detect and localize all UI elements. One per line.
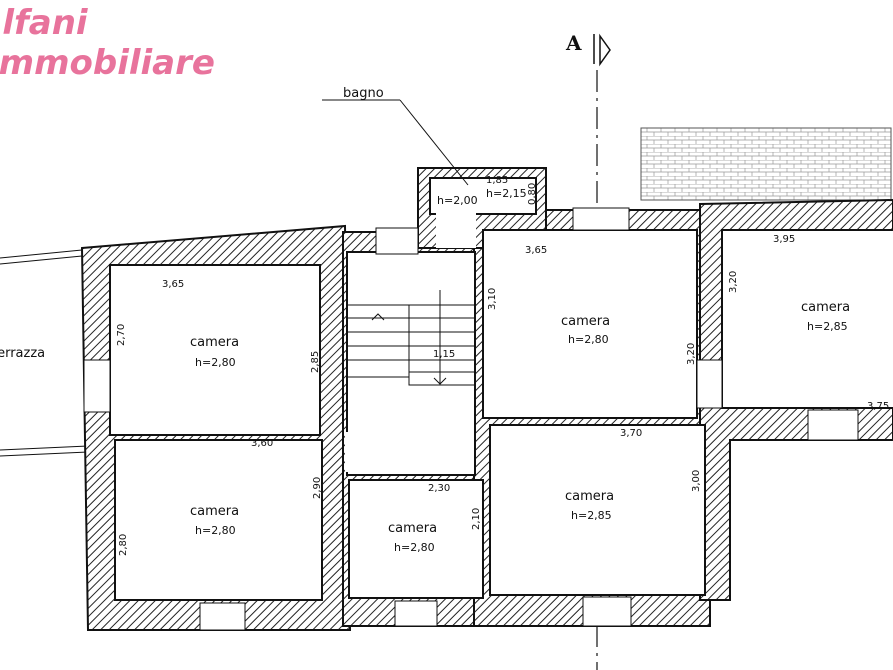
- room-height: h=2,80: [394, 541, 435, 554]
- agency-logo: Alfani Immobiliare: [0, 3, 215, 83]
- svg-text:3,00: 3,00: [691, 470, 702, 492]
- dimension: 1,85: [486, 175, 508, 186]
- svg-text:3,10: 3,10: [487, 288, 498, 310]
- room-name: camera: [190, 504, 239, 519]
- room-name: camera: [801, 300, 850, 315]
- room-height: h=2,80: [195, 524, 236, 537]
- room-camera-right: [721, 229, 893, 409]
- hall-opening: [345, 432, 351, 472]
- room-name: camera: [565, 489, 614, 504]
- bagno-height-left: h=2,00: [437, 194, 478, 207]
- terrace-label: terrazza: [0, 346, 45, 361]
- room-camera-top-center: [482, 229, 698, 419]
- section-arrow-icon: [593, 33, 611, 67]
- svg-text:3,95: 3,95: [773, 234, 795, 245]
- svg-text:3,70: 3,70: [620, 428, 642, 439]
- svg-text:3,75: 3,75: [867, 401, 889, 412]
- bagno-label: bagno: [343, 86, 384, 101]
- bagno-height-right: h=2,15: [486, 187, 527, 200]
- room-height: h=2,85: [571, 509, 612, 522]
- staircase: [346, 290, 476, 386]
- svg-text:2,80: 2,80: [118, 534, 129, 556]
- svg-text:3,65: 3,65: [525, 245, 547, 256]
- room-name: camera: [190, 335, 239, 350]
- svg-text:3,20: 3,20: [686, 343, 697, 365]
- svg-text:1,15: 1,15: [433, 349, 455, 360]
- svg-text:Alfani: Alfani: [0, 3, 89, 43]
- stair-hall: [346, 251, 476, 476]
- room-height: h=2,85: [807, 320, 848, 333]
- dimensions: 3,65 2,70 2,85 3,60 2,90 2,80 1,15 2,30 …: [116, 234, 889, 556]
- tiled-roof: [640, 127, 892, 201]
- room-name: camera: [561, 314, 610, 329]
- svg-text:3,20: 3,20: [728, 271, 739, 293]
- svg-text:2,90: 2,90: [312, 477, 323, 499]
- windows: [83, 207, 859, 631]
- room-camera-top-left: [109, 264, 321, 436]
- dimension: 0,80: [527, 183, 538, 205]
- section-marker: A: [565, 31, 582, 55]
- room-height: h=2,80: [195, 356, 236, 369]
- room-name: camera: [388, 521, 437, 536]
- svg-text:2,85: 2,85: [310, 351, 321, 373]
- svg-text:2,30: 2,30: [428, 483, 450, 494]
- bagno-passage: [436, 212, 476, 248]
- room-camera-small: [348, 479, 484, 599]
- room-bagno: [429, 177, 537, 215]
- room-camera-bottom-left: [114, 439, 323, 601]
- room-height: h=2,80: [568, 333, 609, 346]
- terrace-railing: [0, 249, 89, 457]
- svg-text:3,60: 3,60: [251, 438, 273, 449]
- svg-text:2,10: 2,10: [471, 508, 482, 530]
- svg-text:2,70: 2,70: [116, 324, 127, 346]
- svg-text:3,65: 3,65: [162, 279, 184, 290]
- svg-text:Immobiliare: Immobiliare: [0, 43, 215, 83]
- room-camera-bottom-center: [489, 424, 706, 596]
